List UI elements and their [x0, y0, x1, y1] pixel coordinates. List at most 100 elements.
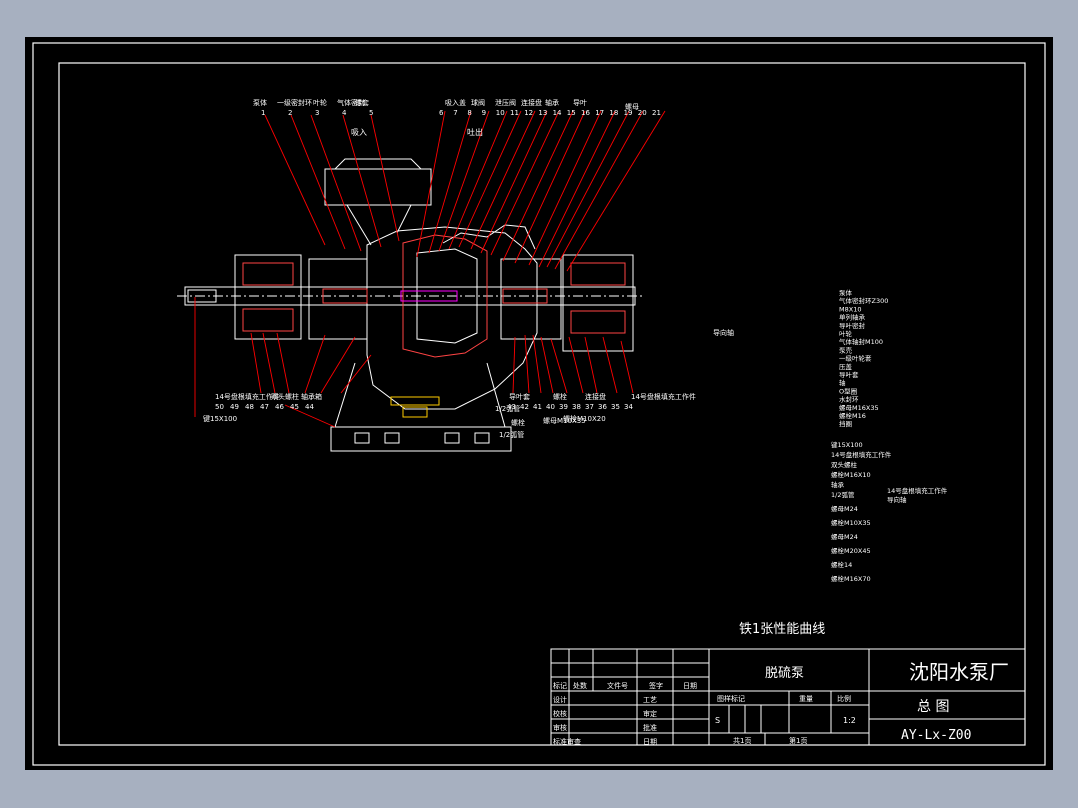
top-label: 泵体	[253, 98, 267, 107]
left-key-label: 键15X100	[203, 414, 237, 423]
part-number: 47	[260, 403, 269, 411]
top-label: 一级密封环	[277, 98, 312, 107]
part-number: 5	[369, 109, 373, 117]
parts-list-item: 14号盘根填充工作件	[831, 450, 892, 459]
part-number: 42	[520, 403, 529, 411]
discharge-volute	[442, 224, 536, 250]
bottom-label: 双头螺柱	[271, 392, 299, 401]
base-hole-3	[444, 432, 460, 444]
header-cell: 文件号	[607, 681, 628, 690]
part-number: 1	[261, 109, 265, 117]
impeller-hub	[400, 290, 458, 302]
part-number: 16	[581, 109, 590, 117]
shaft-key	[187, 289, 217, 303]
base-plate	[330, 426, 512, 452]
parts-list-item: 螺栓M20X45	[831, 546, 871, 555]
parts-list-item: 一级叶轮套	[839, 354, 872, 363]
flange-hatch	[390, 396, 440, 406]
parts-list-item: 叶轮	[839, 329, 853, 338]
pump-assembly	[177, 158, 643, 452]
left-bearing-bottom	[242, 308, 294, 332]
part-number: 3	[315, 109, 319, 117]
bottom-sub-label: 1/2弧管	[499, 430, 524, 439]
pump-casing	[366, 226, 538, 410]
sheet-total: 共1页	[733, 736, 751, 745]
header-cell: 日期	[683, 682, 697, 690]
part-number: 21	[652, 109, 661, 117]
right-seal-chamber	[500, 258, 562, 340]
header-cell: 签字	[649, 681, 663, 690]
part-number: 11	[510, 109, 519, 117]
base-hole-2	[384, 432, 400, 444]
part-number: 13	[538, 109, 547, 117]
suction-flange	[324, 168, 432, 206]
header-cell: 处数	[573, 681, 587, 690]
row-label: 审核	[553, 723, 567, 732]
left-seal-chamber	[308, 258, 368, 340]
drawing-title: 总 图	[917, 699, 949, 715]
parts-list-item: 轴	[839, 378, 846, 387]
parts-list-item: 螺栓M10X35	[831, 518, 871, 527]
parts-list-item: 挡圈	[839, 419, 852, 428]
top-label: 叶轮	[313, 98, 327, 107]
mid-label: 日期	[643, 738, 657, 746]
top-label: 连接盘	[521, 98, 542, 107]
parts-list-item: 1/2弧管	[831, 490, 855, 499]
outer-border	[32, 42, 1046, 766]
parts-list-item: 导向轴	[887, 495, 907, 504]
suction-wall-right	[396, 204, 412, 234]
part-number: 15	[567, 109, 576, 117]
parts-list-item: 14号盘根填充工作件	[887, 486, 948, 495]
top-label: 螺套	[355, 98, 369, 107]
part-number: 34	[624, 403, 633, 411]
suction-wall-left	[346, 204, 372, 246]
part-number: 43	[507, 403, 516, 411]
title-block-frame	[550, 648, 1026, 746]
bottom-sub-label: 螺栓	[511, 418, 525, 427]
parts-list-item: 螺母M24	[831, 532, 858, 541]
part-number: 7	[453, 109, 457, 117]
scale-value: 1:2	[843, 716, 856, 725]
bottom-label: 螺栓	[553, 392, 567, 401]
parts-list-item: 螺栓M16X10	[831, 470, 871, 479]
mid-label: 审定	[643, 709, 657, 718]
parts-list-item: 泵体	[839, 288, 853, 297]
shaft	[184, 286, 636, 306]
part-number: 46	[275, 403, 284, 411]
part-number: 12	[524, 109, 533, 117]
bottom-label: 14号盘根填充工作件	[215, 392, 280, 401]
parts-list-item: 单列轴承	[839, 313, 866, 322]
bottom-label: 轴承箱	[301, 392, 322, 401]
part-number: 49	[230, 403, 239, 411]
part-number: 44	[305, 403, 314, 411]
top-label: 轴承	[545, 98, 559, 107]
part-number: 41	[533, 403, 542, 411]
parts-list-item: 气体轴封M100	[839, 337, 883, 346]
part-number: 40	[546, 403, 555, 411]
parts-list-item: 导叶密封	[839, 321, 866, 330]
row-label: 设计	[553, 695, 567, 704]
top-label: 气体密封	[337, 98, 365, 107]
parts-list-item: 螺栓14	[831, 560, 852, 569]
inner-border	[58, 62, 1026, 746]
part-number: 45	[290, 403, 299, 411]
parts-list-item: O型圈	[839, 386, 857, 395]
title-block-header: 标记处数 文件号 签字 日期	[553, 681, 697, 690]
drain-plug	[402, 406, 428, 418]
part-number: 19	[624, 109, 633, 117]
header-cell: 标记	[553, 681, 567, 690]
top-label: 泄压阀	[495, 98, 516, 107]
right-shaft-sleeve	[502, 288, 548, 304]
part-number: 48	[245, 403, 254, 411]
top-label: 球阀	[471, 98, 485, 107]
sheet-number: 第1页	[789, 736, 807, 745]
bottom-sub-label: 螺母M10X35	[543, 416, 586, 425]
row-label: 标准审查	[553, 737, 581, 746]
part-number: 10	[496, 109, 505, 117]
parts-list-item: 压盖	[839, 362, 853, 371]
impeller-inner	[416, 248, 478, 344]
side-label: 导向轴	[713, 328, 734, 337]
